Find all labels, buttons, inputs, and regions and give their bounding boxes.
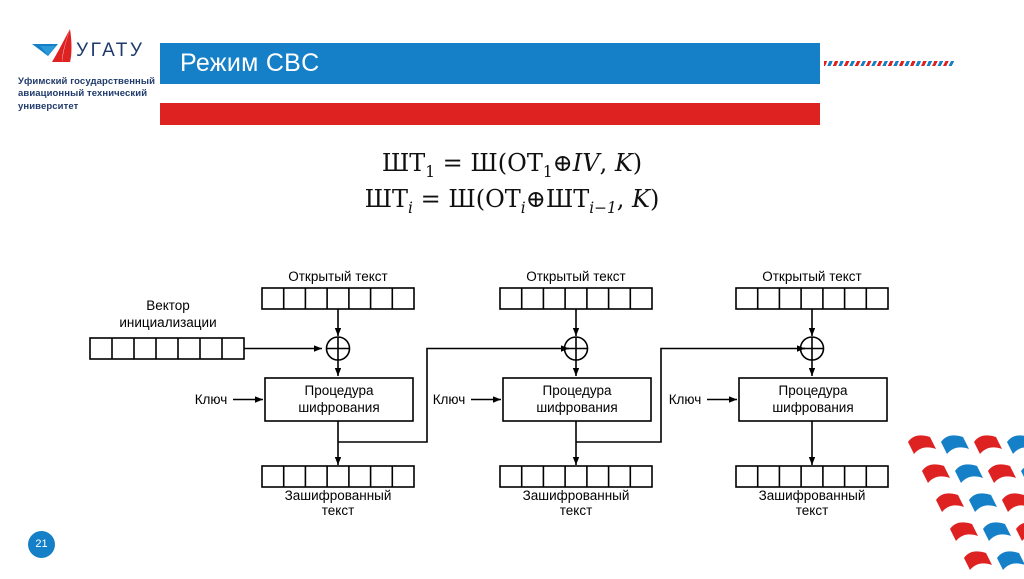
- plaintext-label-3: Открытый текст: [762, 269, 862, 284]
- logo-caption-line-2: авиационный технический: [18, 88, 148, 100]
- formula2-operand-a-sub: i: [520, 198, 526, 217]
- formula2-key: K: [632, 184, 650, 213]
- plaintext-label-1: Открытый текст: [288, 269, 388, 284]
- ciphertext-label-3-line-2: текст: [796, 503, 829, 518]
- xor-gate-3: [799, 336, 825, 361]
- block-2: [471, 287, 805, 488]
- encryption-box-label-3-line-2: шифрования: [772, 400, 853, 415]
- formula1-xor-symbol: ⊕: [552, 149, 573, 177]
- flag-shape: [964, 551, 992, 570]
- ciphertext-label-1-line-2: текст: [322, 503, 355, 518]
- page-title: Режим CBC: [180, 49, 320, 77]
- block-1: [233, 287, 569, 488]
- xor-gate-2: [563, 336, 589, 361]
- feedback-line-2-to-3: [576, 345, 805, 443]
- formula1-operand-a-sub: 1: [542, 162, 553, 181]
- encryption-box-label-3-line-1: Процедура: [778, 383, 847, 398]
- plaintext-register-3: [735, 287, 889, 310]
- flag-shape: [974, 435, 1002, 454]
- ciphertext-label-2-line-2: текст: [560, 503, 593, 518]
- flag-shape: [936, 493, 964, 512]
- formula-block: ШТ1 = Ш(ОТ1⊕IV, K) ШТi = Ш(ОТi⊕ШТi−1, K): [0, 150, 1024, 222]
- encryption-box-label-1-line-2: шифрования: [298, 400, 379, 415]
- formula2-eq: =: [412, 184, 449, 213]
- formula2-comma: ,: [616, 184, 633, 213]
- university-logo: УГАТУ Уфимский государственный авиационн…: [18, 26, 163, 113]
- ugatu-emblem-icon: УГАТУ: [32, 29, 144, 62]
- formula2-close-paren: ): [649, 184, 660, 213]
- formula2-xor-symbol: ⊕: [525, 184, 546, 213]
- formula2-lhs: ШТ: [364, 184, 409, 213]
- ciphertext-label-2-line-1: Зашифрованный: [523, 488, 630, 503]
- flag-shape: [941, 435, 969, 454]
- corner-flag-decoration: [900, 430, 1024, 574]
- block-3: [707, 287, 889, 488]
- key-label-2: Ключ: [433, 392, 466, 407]
- flag-shape: [1021, 467, 1024, 477]
- flag-shape: [922, 464, 950, 483]
- flag-shape: [988, 464, 1016, 483]
- ciphertext-register-1: [261, 465, 415, 488]
- flag-shape: [1007, 435, 1024, 454]
- logo-caption: Уфимский государственный авиационный тех…: [18, 76, 163, 113]
- flag-shape: [1016, 523, 1024, 541]
- flag-shape: [983, 522, 1011, 541]
- formula1-lhs-sub: 1: [425, 162, 436, 181]
- encryption-box-label-2-line-2: шифрования: [536, 400, 617, 415]
- formula-line-2: ШТi = Ш(ОТi⊕ШТi−1, K): [0, 184, 1024, 222]
- formula1-key: K: [614, 149, 633, 177]
- formula-line-1: ШТ1 = Ш(ОТ1⊕IV, K): [0, 150, 1024, 186]
- formula1-fn: Ш(: [470, 149, 508, 177]
- flag-shape: [1002, 493, 1024, 512]
- flag-shape: [955, 464, 983, 483]
- encryption-box-label-2-line-1: Процедура: [542, 383, 611, 398]
- formula2-operand-b-sub: i−1: [589, 198, 617, 217]
- formula2-operand-b: ШТ: [545, 184, 590, 213]
- page-number-badge: 21: [28, 531, 55, 558]
- plaintext-register-2: [499, 287, 653, 310]
- svg-text:УГАТУ: УГАТУ: [76, 40, 144, 61]
- plaintext-label-2: Открытый текст: [526, 269, 626, 284]
- encryption-box-2: [502, 377, 652, 422]
- formula1-operand-b: IV: [572, 149, 600, 177]
- iv-label-line-1: Вектор: [146, 298, 190, 313]
- formula2-fn: Ш(: [448, 184, 486, 213]
- ciphertext-register-3: [735, 465, 889, 488]
- plaintext-register-1: [261, 287, 415, 310]
- key-label-1: Ключ: [195, 392, 228, 407]
- red-accent-bar: [160, 103, 820, 125]
- ciphertext-label-3-line-1: Зашифрованный: [759, 488, 866, 503]
- formula1-lhs: ШТ: [381, 149, 426, 177]
- logo-caption-line-3: университет: [18, 100, 79, 112]
- formula1-eq: =: [435, 149, 471, 177]
- flag-pattern-icon: [908, 435, 1024, 570]
- iv-register: [89, 337, 245, 360]
- xor-gate-1: [325, 336, 351, 361]
- ciphertext-label-1-line-1: Зашифрованный: [285, 488, 392, 503]
- flag-shape: [908, 435, 936, 454]
- iv-label-line-2: инициализации: [119, 315, 216, 330]
- formula2-operand-a: ОТ: [485, 184, 521, 213]
- encryption-box-label-1-line-1: Процедура: [304, 383, 373, 398]
- logo-mark: УГАТУ: [18, 26, 163, 72]
- formula2-lhs-sub: i: [408, 198, 413, 217]
- logo-caption-line-1: Уфимский государственный: [18, 76, 156, 87]
- encryption-box-3: [738, 377, 888, 422]
- encryption-box-1: [264, 377, 414, 422]
- flag-shape: [969, 493, 997, 512]
- header-stripe-decoration: [824, 61, 954, 66]
- feedback-line-1-to-2: [338, 345, 569, 443]
- flag-shape: [950, 522, 978, 541]
- ciphertext-register-2: [499, 465, 653, 488]
- formula1-operand-a: ОТ: [507, 149, 543, 177]
- title-bar: Режим CBC: [160, 43, 820, 84]
- formula1-close-paren: ): [632, 149, 643, 177]
- flag-shape: [997, 551, 1024, 570]
- formula1-comma: ,: [599, 149, 615, 177]
- key-label-3: Ключ: [669, 392, 702, 407]
